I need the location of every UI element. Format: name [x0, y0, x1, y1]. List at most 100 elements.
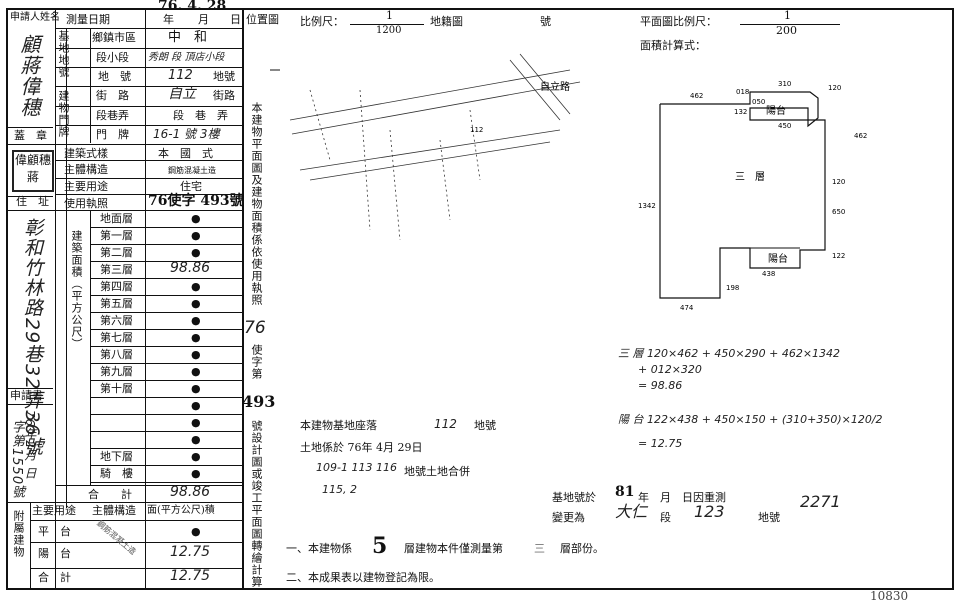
floor-row-divider	[90, 431, 242, 432]
floor-row-divider	[90, 397, 242, 398]
floor-area-value: ●	[191, 280, 201, 293]
floor-name: 第八層	[100, 348, 133, 361]
side-license-no: 493	[242, 392, 276, 411]
floor-name: 第十層	[100, 382, 133, 395]
floor-name: 地下層	[100, 450, 133, 463]
cadastral-label: 地籍圖	[430, 15, 463, 28]
street-suffix: 街路	[213, 89, 235, 102]
renumber-suffix: 年 月 日因重測	[638, 491, 726, 504]
road-lines	[289, 53, 581, 241]
township-value: 中 和	[168, 30, 208, 45]
location-map: 自立路 112	[270, 53, 581, 241]
dim-1: 018	[736, 88, 749, 96]
floor-row-divider	[90, 312, 242, 313]
floor-row-divider	[90, 244, 242, 245]
dim-14: 474	[680, 304, 694, 312]
structure-value: 鋼筋混凝土造	[168, 166, 216, 175]
change-lot-label: 地號	[758, 511, 780, 524]
annex-use-header: 主要用途	[32, 504, 76, 517]
license-label: 使用執照	[64, 197, 108, 210]
applicant-name-label: 申請人姓名	[10, 12, 60, 23]
floor-row-divider	[90, 227, 242, 228]
dim-7: 462	[854, 132, 867, 140]
floor-area-value: ●	[191, 433, 201, 446]
floor-area-value: ●	[191, 331, 201, 344]
area-calc-label: 面積計算式：	[640, 39, 706, 52]
application-number: 字第1550號	[9, 420, 24, 500]
floor-row-divider	[90, 329, 242, 330]
floor-plan-scale-numerator: 1	[784, 9, 791, 22]
note1-prefix: 一、本建物係	[286, 542, 352, 555]
base-lot-label: 基地地號	[57, 30, 70, 78]
style-label: 建築式樣	[64, 147, 108, 160]
date-year-label: 年	[163, 13, 174, 26]
lot-suffix: 地號	[213, 70, 235, 83]
certification-column: 位置圖 本建物平面圖及建物面積係依使用執照 76 使字第 493 號設計圖或竣工…	[242, 10, 279, 589]
dim-4: 050	[752, 98, 765, 106]
applicant-name: 顧蔣偉穗	[17, 34, 41, 118]
dim-13: 198	[726, 284, 739, 292]
base-lot-value: 112	[434, 417, 457, 431]
extra-lots: 115, 2	[322, 483, 357, 496]
drawing-area: 比例尺： 1 1200 地籍圖 號 平面圖比例尺： 1 200 面積計算式：	[270, 10, 952, 588]
dim-0: 462	[690, 92, 703, 100]
note1-middle: 層建物本件僅測量第	[404, 542, 503, 555]
change-section: 段	[660, 511, 671, 524]
calc-line-5: = 12.75	[638, 437, 683, 450]
floor-name: 第六層	[100, 314, 133, 327]
floor-name: 第一層	[100, 229, 133, 242]
floor-outline	[659, 91, 826, 299]
dim-11: 122	[832, 252, 845, 260]
annex-use-0: 平 台	[38, 525, 71, 538]
date-month-label: 月	[198, 13, 209, 26]
floor-area-value: ●	[191, 416, 201, 429]
section-label: 段小段	[96, 51, 129, 64]
scale-label: 比例尺：	[300, 15, 344, 28]
floor-name: 第七層	[100, 331, 133, 344]
dim-12: 438	[762, 270, 775, 278]
annex-total-value: 12.75	[170, 568, 211, 584]
use-label: 主要用途	[64, 180, 108, 193]
change-value: 大仁	[615, 502, 648, 521]
section-value: 秀朗 段 頂店小段	[148, 52, 225, 63]
floor-plan-scale-denominator: 200	[776, 24, 797, 37]
survey-date-label: 測量日期	[66, 13, 110, 26]
floor-row-divider	[90, 363, 242, 364]
floor-area-value: ●	[191, 212, 201, 225]
annex-value-0: ●	[191, 525, 201, 538]
change-lot: 123	[694, 502, 725, 521]
floor-total-value: 98.86	[170, 484, 211, 500]
dim-5: 132	[734, 108, 747, 116]
floor-row-divider	[90, 414, 242, 415]
door-label: 門 牌	[96, 128, 129, 141]
style-value: 本 國 式	[158, 147, 213, 160]
floor-column-divider	[90, 210, 91, 485]
floor-area-value: ●	[191, 382, 201, 395]
township-label: 鄉鎮市區	[92, 31, 136, 44]
base-lot-text: 本建物基地座落	[300, 419, 377, 432]
street-value: 自立	[168, 86, 196, 102]
floor-plan-scale-label: 平面圖比例尺：	[640, 15, 717, 28]
floor-name: 騎 樓	[100, 467, 133, 480]
lane-value: 段 巷 弄	[173, 109, 228, 122]
dim-8: 120	[832, 178, 845, 186]
side-license-year: 76	[244, 318, 266, 338]
floor-plan: 三 層 陽台 陽台 462 018 310 120 050 132 450 46…	[638, 80, 867, 312]
door-value: 16-1 號 3樓	[153, 127, 220, 141]
address-label: 住 址	[16, 195, 49, 208]
renumber-text: 基地號於	[552, 491, 596, 504]
floor-row-divider	[90, 465, 242, 466]
note1-floors: 5	[372, 533, 388, 559]
dim-6: 450	[778, 122, 791, 130]
floor-area-value: ●	[191, 314, 201, 327]
floor-area-value: ●	[191, 348, 201, 361]
floor-area-value: ●	[191, 229, 201, 242]
measurement-form: 申請人姓名 測量日期 年 月 日 顧蔣偉穗 蓋 章 偉顧穗蔣 住 址 彰和竹林路…	[6, 0, 954, 590]
application-label: 申請書	[10, 389, 43, 402]
number-label: 號	[540, 15, 551, 28]
lot-value: 112	[168, 68, 193, 83]
annex-total-label: 合 計	[38, 571, 71, 584]
floor-total-label: 合 計	[88, 488, 132, 501]
dim-2: 310	[778, 80, 791, 88]
registration-table: 申請人姓名 測量日期 年 月 日 顧蔣偉穗 蓋 章 偉顧穗蔣 住 址 彰和竹林路…	[8, 10, 244, 588]
